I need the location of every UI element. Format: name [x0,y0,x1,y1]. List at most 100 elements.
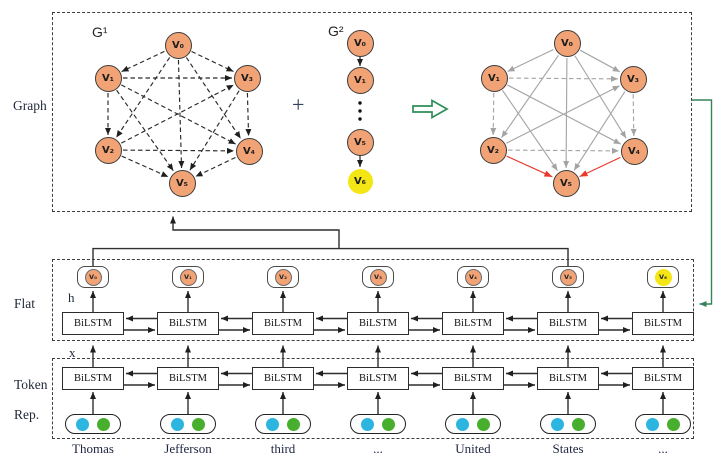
token-label: States [552,441,584,456]
graph-edge [574,55,627,139]
token-label: United [455,441,491,456]
graph-edge [122,147,235,154]
graph-node: V₄ [620,137,648,165]
g2-chain [357,56,363,167]
green-embedding-dot [287,417,300,431]
cyan-embedding-dot [456,417,469,431]
plus-sign: + [292,92,305,117]
graph-node: V₅ [552,169,580,197]
graph-edge [121,155,169,178]
flat-node-capsule: V₄ [457,266,489,288]
token-bilstm-box: BiLSTM [632,367,694,390]
token-pill [350,414,406,434]
label-flat: Flat [14,296,36,311]
token-pill [255,414,311,434]
cyan-embedding-dot [171,417,184,431]
label-h: h [68,290,75,305]
label-graph: Graph [13,98,47,113]
flat-node-capsule: V₅ [552,266,584,288]
graph-edge [508,75,619,82]
graph-node: V₁ [94,64,122,92]
graph-section-box [52,12,692,212]
token-bilstm-box: BiLSTM [442,367,504,390]
chain-dots [358,101,362,121]
graph-node: V₅ [346,128,374,156]
graph-edge [507,48,554,73]
flat-node: V₃ [369,268,387,286]
flat-node: V₂ [274,268,292,286]
bilstm-wires [90,291,666,414]
token-pill [160,414,216,434]
flat-node: V₄ [464,268,482,286]
merged-graph-edges [490,48,637,178]
green-embedding-dot [667,417,680,431]
graph-node: V₅ [168,169,196,197]
flat-node-capsule: V₀ [77,266,109,288]
token-pill [65,414,121,434]
flat-node: V₅ [559,268,577,286]
graph-node: V₃ [233,64,261,92]
label-g2: G² [328,23,344,39]
graph-edge [506,155,553,178]
graph-node: V₁ [480,64,508,92]
graph-node: V₀ [553,29,581,57]
feedback-line [692,99,713,307]
graph-node: V₆ [347,168,373,194]
graph-edge [573,91,626,171]
graph-edge [121,84,234,144]
token-bilstm-box: BiLSTM [347,367,409,390]
flat-node: V₀ [84,268,102,286]
green-embedding-dot [382,417,395,431]
flat-node-capsule: V₃ [362,266,394,288]
cyan-embedding-dot [266,417,279,431]
green-embedding-dot [97,417,110,431]
token-label: ... [373,441,383,456]
flat-node-capsule: V₆ [647,266,679,288]
flat-bilstm-box: BiLSTM [537,312,599,335]
flat-bilstm-box: BiLSTM [252,312,314,335]
flat-bilstm-box: BiLSTM [632,312,694,335]
graph-edge [191,50,234,73]
g1-graph-edges [105,50,252,178]
token-label: third [270,441,296,456]
graph-edge [579,49,621,73]
token-pill [540,414,596,434]
cyan-embedding-dot [361,417,374,431]
graph-edge [121,84,236,145]
graph-node: V₀ [346,29,374,57]
bus-line [92,247,569,267]
flat-bilstm-box: BiLSTM [157,312,219,335]
flat-section-box [52,259,694,341]
flat-bilstm-box: BiLSTM [347,312,409,335]
graph-edge [121,50,165,73]
flat-node: V₁ [179,268,197,286]
graph-edge [506,85,620,144]
graph-node: V₁ [346,66,374,94]
graph-node: V₂ [479,136,507,164]
cyan-embedding-dot [646,417,659,431]
token-bilstm-box: BiLSTM [537,367,599,390]
implies-arrow-icon [412,99,449,119]
graph-node: V₂ [94,136,122,164]
label-token-line2: Rep. [14,407,40,422]
graph-edge [189,90,240,171]
flat-node-capsule: V₂ [267,266,299,288]
graph-edge [579,156,621,178]
flat-node-capsule: V₁ [172,266,204,288]
token-pill [445,414,501,434]
graph-edge [507,147,620,154]
token-bilstm-box: BiLSTM [252,367,314,390]
token-label: ... [658,441,668,456]
graph-edge [185,57,242,139]
flat-to-graph-arrow [170,216,340,249]
token-section-box [52,358,694,439]
cyan-embedding-dot [76,417,89,431]
graph-node: V₃ [619,65,647,93]
flat-bilstm-box: BiLSTM [442,312,504,335]
label-x: x [69,345,76,360]
cyan-embedding-dot [551,417,564,431]
token-pill [635,414,691,434]
green-embedding-dot [192,417,205,431]
